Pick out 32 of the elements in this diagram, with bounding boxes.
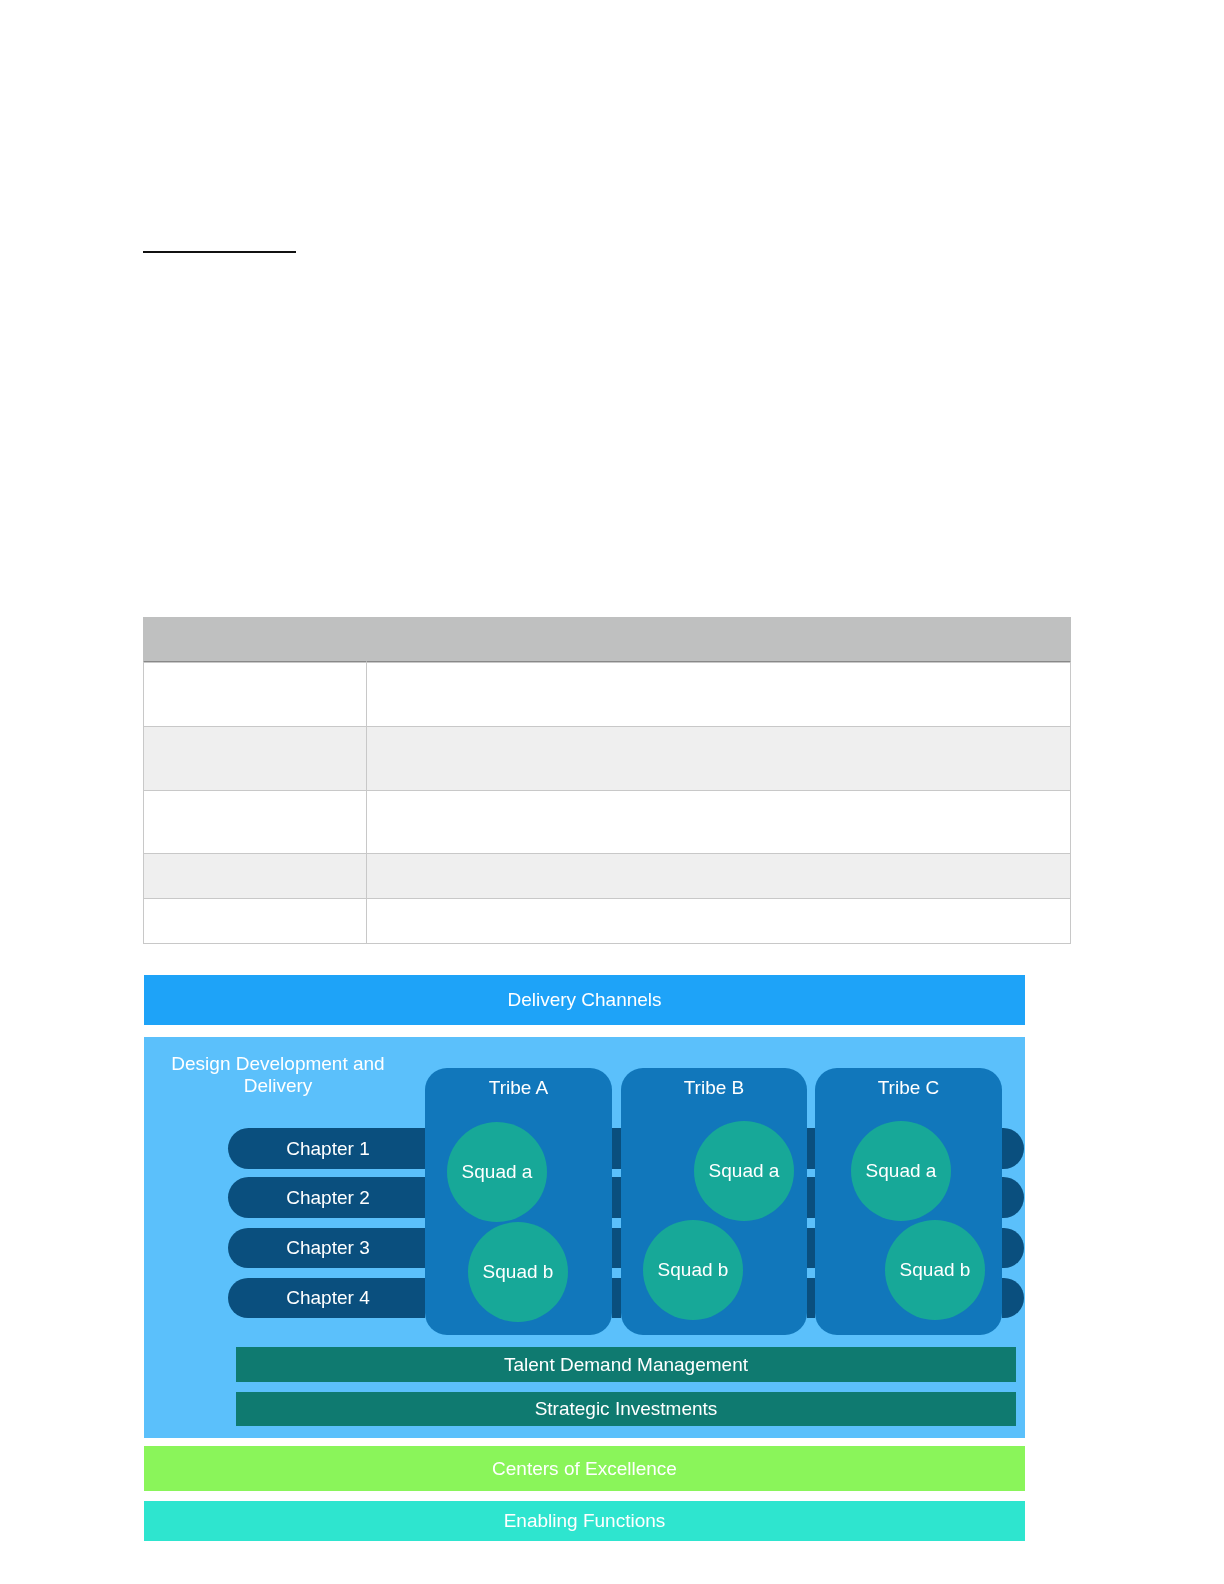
node-label: Enabling Functions xyxy=(502,1510,667,1532)
node-label: Delivery Channels xyxy=(506,989,663,1011)
chapter-bar xyxy=(228,1278,425,1318)
node-label: Tribe C xyxy=(876,1077,941,1099)
tribe-box xyxy=(815,1068,1002,1335)
node-label: Squad b xyxy=(481,1261,555,1283)
layer-band xyxy=(144,1501,1025,1541)
node-label: Squad b xyxy=(898,1259,972,1281)
node-label: Chapter 1 xyxy=(285,1137,371,1160)
tribe-box xyxy=(425,1068,612,1335)
node-label: Tribe A xyxy=(487,1077,550,1099)
node-label: Chapter 2 xyxy=(285,1186,371,1209)
layer-panel xyxy=(144,1037,1025,1438)
node-label: Chapter 3 xyxy=(285,1237,371,1259)
node-label: Talent Demand Management xyxy=(503,1353,749,1376)
panel-heading: Design Development and Delivery xyxy=(170,1053,386,1097)
node-label: Squad a xyxy=(460,1161,534,1183)
chapter-bar xyxy=(228,1177,425,1218)
node-label: Tribe B xyxy=(682,1077,746,1099)
layer-band xyxy=(144,975,1025,1025)
chapter-bar xyxy=(228,1228,425,1268)
node-label: Centers of Excellence xyxy=(491,1457,678,1480)
node-label: Chapter 4 xyxy=(285,1287,371,1309)
layer-bar xyxy=(236,1347,1016,1382)
node-label: Squad b xyxy=(656,1259,730,1281)
layer-bar xyxy=(236,1392,1016,1426)
node-label: Strategic Investments xyxy=(533,1398,719,1420)
node-label: Squad a xyxy=(864,1160,938,1182)
node-label: Squad a xyxy=(707,1160,781,1182)
tribe-box xyxy=(621,1068,807,1335)
chapter-bar xyxy=(228,1128,425,1169)
layer-band xyxy=(144,1446,1025,1491)
